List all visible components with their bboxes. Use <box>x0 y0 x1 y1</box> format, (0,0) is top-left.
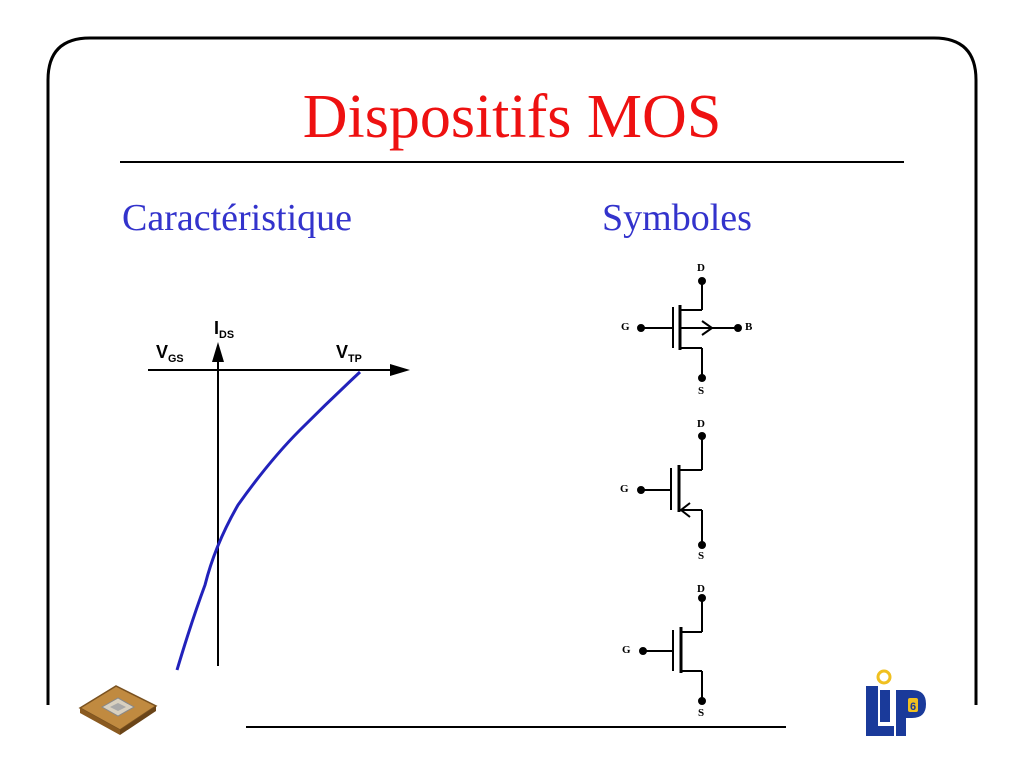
vgs-label: VGS <box>156 342 184 365</box>
y-axis-arrow <box>212 342 224 362</box>
x-axis-arrow <box>390 364 410 376</box>
pin-s-1: S <box>698 385 705 397</box>
vtp-label: VTP <box>336 342 362 365</box>
svg-text:6: 6 <box>910 701 916 713</box>
lip6-logo: 6 <box>866 669 926 736</box>
mos-symbol-plain <box>639 594 706 705</box>
characteristic-heading: Caractéristique <box>122 197 353 239</box>
symbols-heading: Symboles <box>602 197 752 239</box>
ids-curve <box>175 370 362 671</box>
mos-symbol-with-bulk <box>637 277 742 382</box>
pin-g-1: G <box>621 321 630 333</box>
pin-d-2: D <box>697 418 705 430</box>
chip-icon <box>78 685 158 735</box>
pin-b-1: B <box>745 321 753 333</box>
pin-g-2: G <box>620 483 629 495</box>
mos-symbol-source-arrow <box>637 432 706 549</box>
pin-s-2: S <box>698 550 705 562</box>
pin-d-3: D <box>697 583 705 595</box>
page-title: Dispositifs MOS <box>302 83 722 151</box>
pin-s-3: S <box>698 707 705 719</box>
pin-g-3: G <box>622 644 631 656</box>
ids-label: IDS <box>214 318 235 341</box>
pin-d-1: D <box>697 262 705 274</box>
